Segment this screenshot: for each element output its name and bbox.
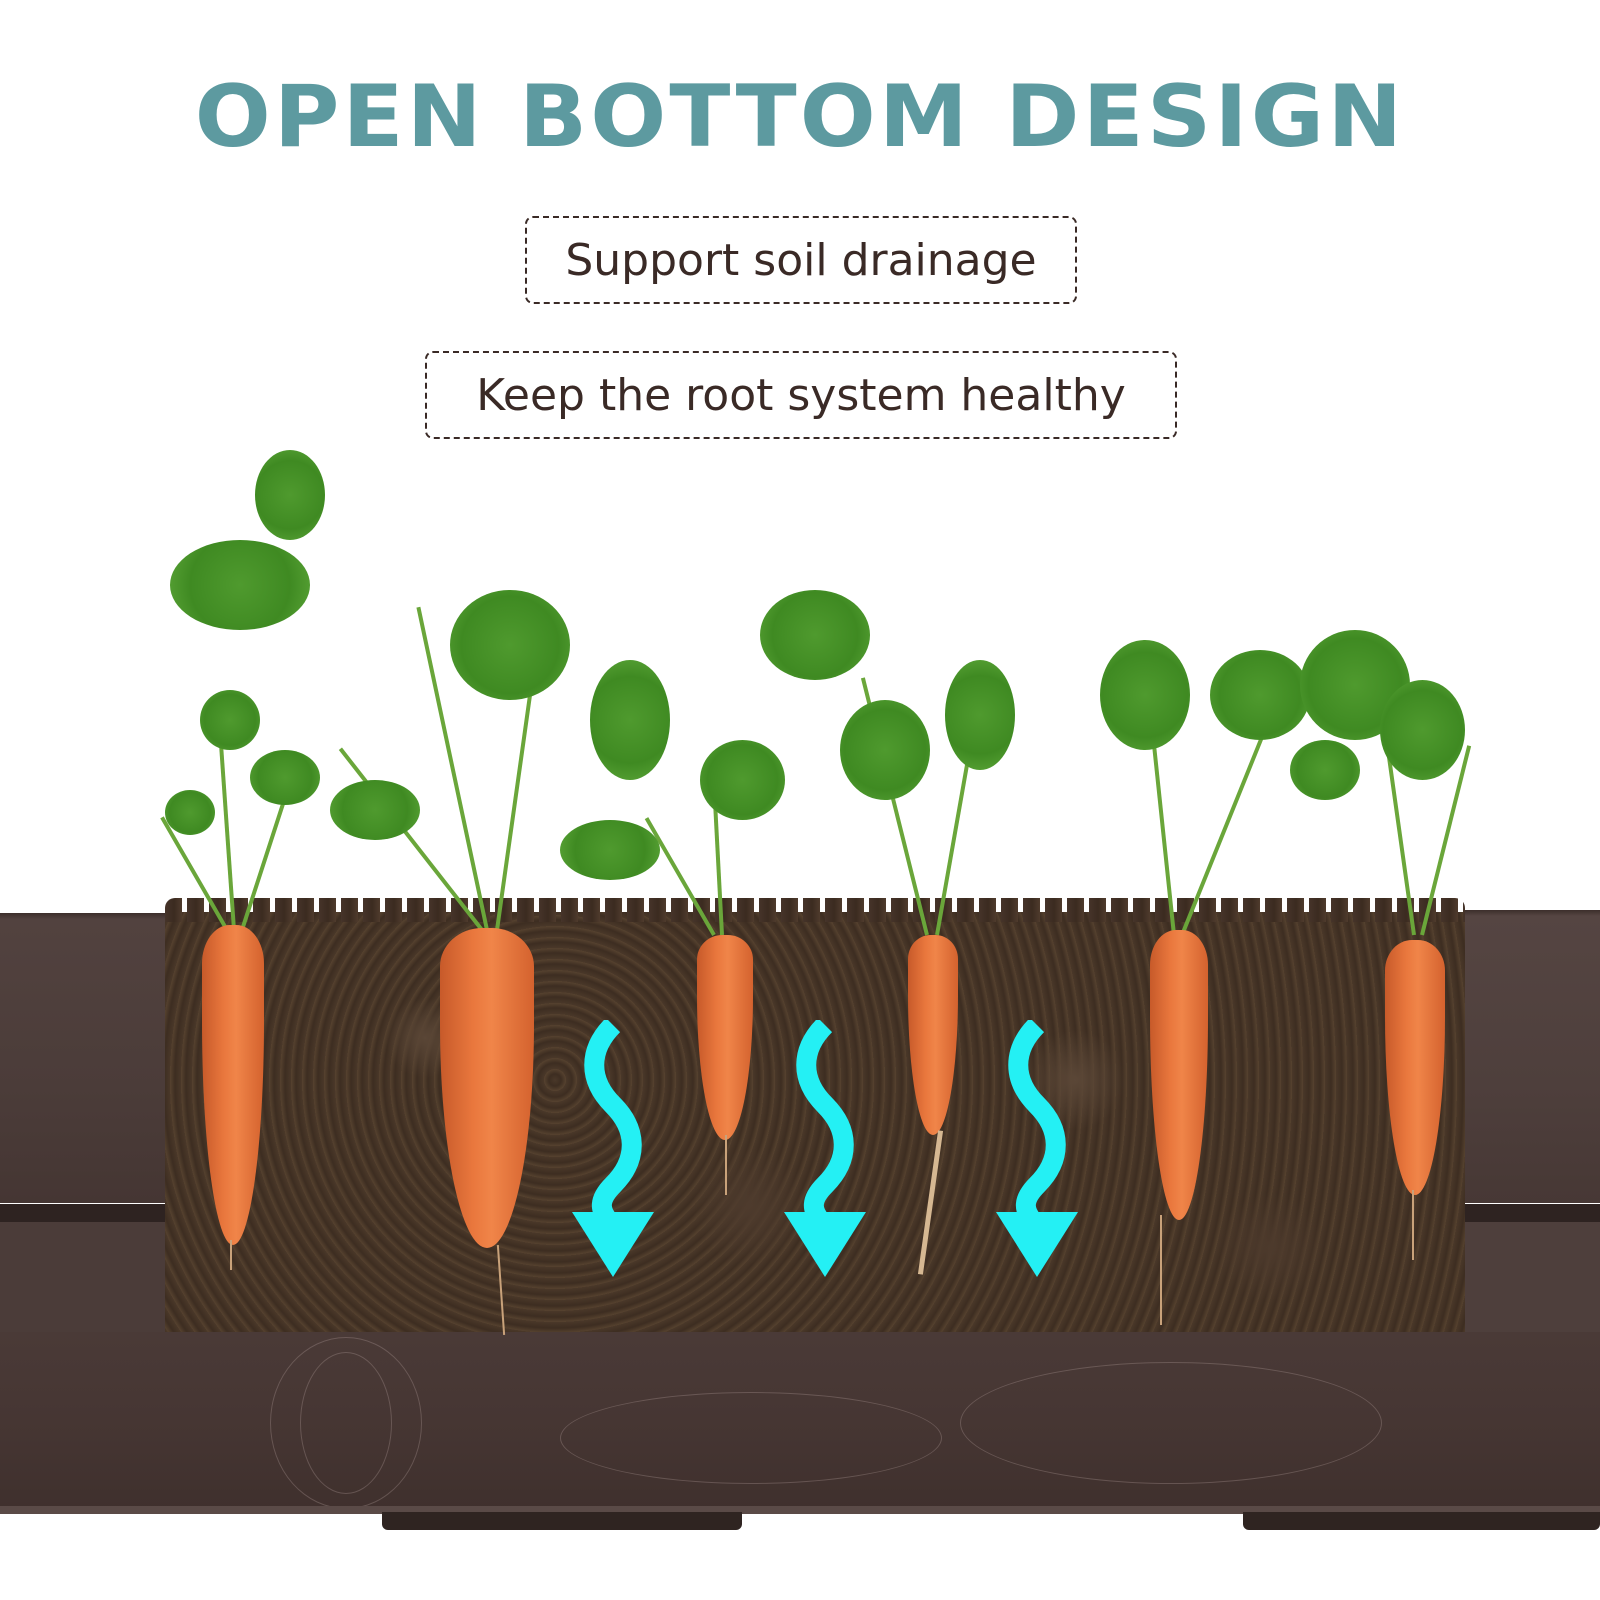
carrot-root-hair	[230, 1240, 232, 1270]
planter-board-left-lower	[0, 1222, 165, 1340]
carrot-foliage-icon	[450, 590, 570, 700]
soil-cross-section	[165, 912, 1465, 1332]
drainage-arrow-icon	[996, 1020, 1078, 1277]
planter-bottom-edge	[0, 1506, 1600, 1514]
carrot-foliage-icon	[200, 690, 260, 750]
carrot-root-hair	[1160, 1215, 1162, 1325]
headline: OPEN BOTTOM DESIGN	[194, 67, 1406, 167]
carrot-foliage-icon	[1210, 650, 1310, 740]
carrot-foliage-icon	[560, 820, 660, 880]
carrot-foliage-icon	[760, 590, 870, 680]
carrot-foliage-icon	[255, 450, 325, 540]
wood-grain	[560, 1392, 942, 1484]
soil-surface	[165, 898, 1465, 922]
feature-tag-label: Support soil drainage	[565, 234, 1037, 286]
carrot-foliage-icon	[1100, 640, 1190, 750]
carrot-foliage-icon	[250, 750, 320, 805]
feature-tag-drainage: Support soil drainage	[525, 216, 1077, 304]
feature-tag-root-health: Keep the root system healthy	[425, 351, 1177, 439]
carrot-foliage-icon	[165, 790, 215, 835]
carrot-root-hair	[725, 1135, 727, 1195]
planter-board-right-lower	[1465, 1222, 1600, 1340]
planter-board-right-upper	[1465, 910, 1600, 1203]
wood-grain	[270, 1337, 422, 1509]
carrot-foliage-icon	[590, 660, 670, 780]
carrot-foliage-icon	[700, 740, 785, 820]
planter-board-front	[0, 1332, 1600, 1510]
carrot-foliage-icon	[170, 540, 310, 630]
planter-foot-left	[382, 1512, 742, 1530]
planter-foot-right	[1243, 1512, 1600, 1530]
carrot-root-hair	[1412, 1190, 1414, 1260]
carrot-foliage-icon	[1290, 740, 1360, 800]
drainage-arrow-icon	[784, 1020, 866, 1277]
feature-tag-label: Keep the root system healthy	[476, 369, 1126, 421]
carrot-foliage-icon	[945, 660, 1015, 770]
carrot-foliage-icon	[840, 700, 930, 800]
planter-board-left-upper	[0, 913, 165, 1203]
carrot-foliage-icon	[1380, 680, 1465, 780]
drainage-arrow-icon	[572, 1020, 654, 1277]
planter-groove-left	[0, 1204, 165, 1222]
carrot-foliage-icon	[330, 780, 420, 840]
planter-groove-right	[1465, 1204, 1600, 1222]
wood-grain	[960, 1362, 1382, 1484]
